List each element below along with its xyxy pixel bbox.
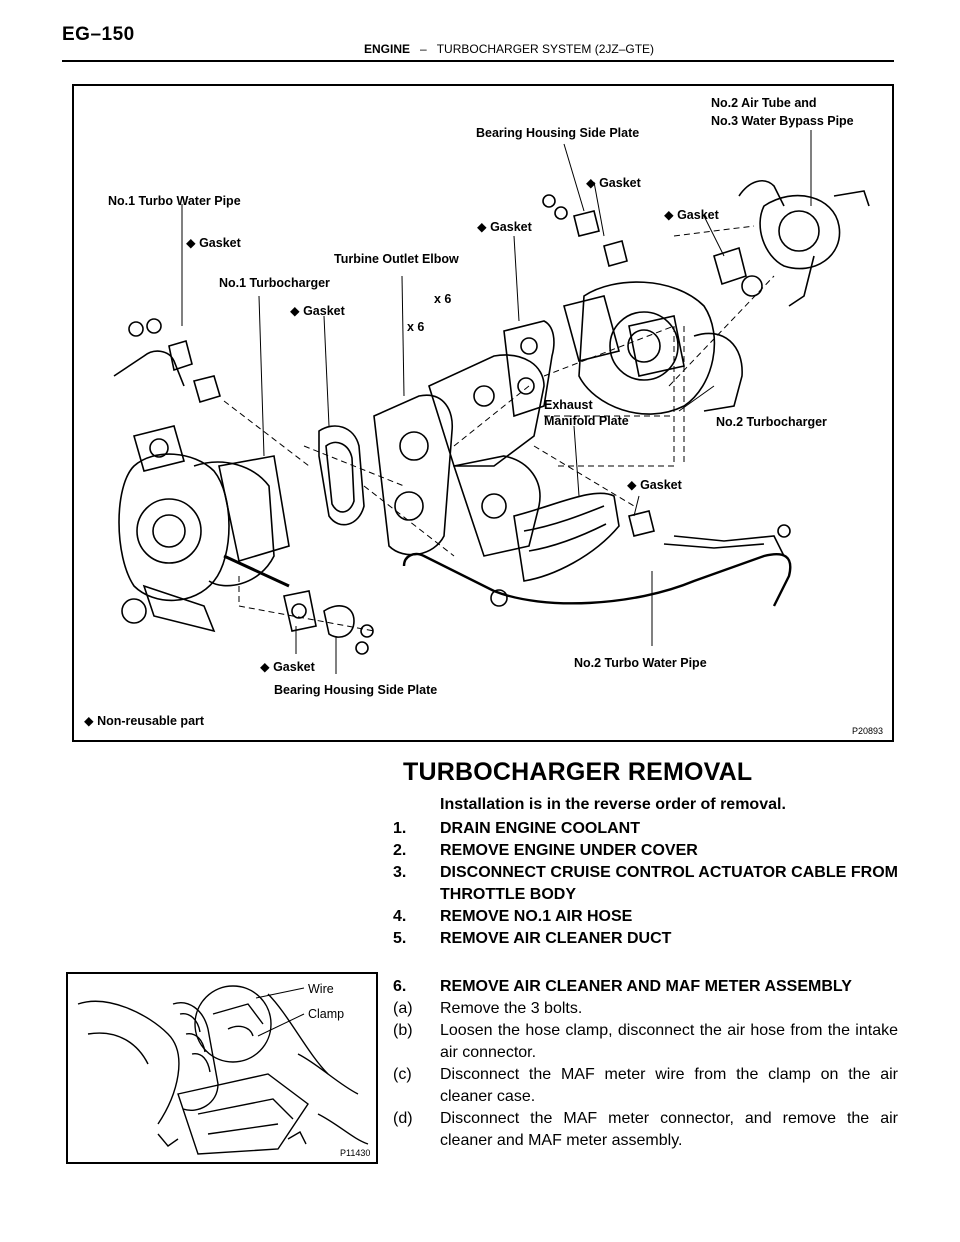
- substep-letter: (d): [393, 1110, 413, 1127]
- step-item: 3. DISCONNECT CRUISE CONTROL ACTUATOR CAB…: [393, 862, 898, 906]
- label-x6-top: x 6: [434, 292, 452, 306]
- page-number: EG–150: [62, 24, 135, 45]
- substep-letter: (c): [393, 1066, 412, 1083]
- step-number: 6.: [393, 978, 407, 995]
- step6-block: 6. REMOVE AIR CLEANER AND MAF METER ASSEM…: [393, 976, 898, 1152]
- step-item: 1. DRAIN ENGINE COOLANT: [393, 818, 898, 840]
- label-no1-turbo-water-pipe: No.1 Turbo Water Pipe: [108, 194, 241, 208]
- step-text: REMOVE AIR CLEANER AND MAF METER ASSEMBL…: [440, 978, 852, 995]
- label-gasket-a: ◆ Gasket: [586, 176, 641, 190]
- step-item: 5. REMOVE AIR CLEANER DUCT: [393, 928, 898, 950]
- label-no2-turbo-water-pipe: No.2 Turbo Water Pipe: [574, 656, 707, 670]
- header-section: ENGINE: [364, 42, 411, 56]
- substep-text: Disconnect the MAF meter connector, and …: [440, 1110, 898, 1149]
- substep-text: Remove the 3 bolts.: [440, 1000, 583, 1017]
- figure-code: P20893: [852, 726, 884, 736]
- substep-item: (d) Disconnect the MAF meter connector, a…: [393, 1108, 898, 1152]
- removal-steps: 1. DRAIN ENGINE COOLANT 2. REMOVE ENGINE U…: [393, 818, 898, 950]
- step-number: 3.: [393, 864, 407, 881]
- legend-non-reusable-part: ◆ Non-reusable part: [84, 714, 205, 728]
- step-text: DISCONNECT CRUISE CONTROL ACTUATOR CABLE…: [440, 864, 898, 903]
- step-number: 4.: [393, 908, 407, 925]
- label-bearing-housing-side-plate-bottom: Bearing Housing Side Plate: [274, 683, 438, 697]
- label-manifold-plate: Manifold Plate: [544, 414, 629, 428]
- substep-item: (c) Disconnect the MAF meter wire from th…: [393, 1064, 898, 1108]
- step-item: 2. REMOVE ENGINE UNDER COVER: [393, 840, 898, 862]
- exploded-view-figure: No.2 Air Tube and No.3 Water Bypass Pipe…: [72, 84, 894, 742]
- installation-note: Installation is in the reverse order of …: [440, 796, 786, 813]
- header-subsection: TURBOCHARGER SYSTEM (2JZ–GTE): [436, 42, 655, 56]
- substep-item: (a) Remove the 3 bolts.: [393, 998, 898, 1020]
- label-gasket-g: ◆ Gasket: [260, 660, 315, 674]
- label-clamp: Clamp: [308, 1007, 345, 1021]
- step-item: 4. REMOVE NO.1 AIR HOSE: [393, 906, 898, 928]
- substep-text: Disconnect the MAF meter wire from the c…: [440, 1066, 898, 1105]
- label-no2-air-tube: No.2 Air Tube and: [711, 96, 817, 110]
- step-text: REMOVE NO.1 AIR HOSE: [440, 908, 633, 925]
- step-number: 1.: [393, 820, 407, 837]
- air-cleaner-drawing: [77, 985, 369, 1155]
- substep-item: (b) Loosen the hose clamp, disconnect the…: [393, 1020, 898, 1064]
- step-item: 6. REMOVE AIR CLEANER AND MAF METER ASSEM…: [393, 976, 898, 998]
- label-wire: Wire: [308, 982, 334, 996]
- step-text: DRAIN ENGINE COOLANT: [440, 820, 640, 837]
- label-no3-water-bypass-pipe: No.3 Water Bypass Pipe: [711, 114, 854, 128]
- label-exhaust: Exhaust: [544, 398, 593, 412]
- label-gasket-c: ◆ Gasket: [664, 208, 719, 222]
- section-title: TURBOCHARGER REMOVAL: [403, 758, 753, 786]
- step-text: REMOVE ENGINE UNDER COVER: [440, 842, 698, 859]
- step-text: REMOVE AIR CLEANER DUCT: [440, 930, 672, 947]
- label-no2-turbocharger: No.2 Turbocharger: [716, 415, 827, 429]
- label-gasket-d: ◆ Gasket: [186, 236, 241, 250]
- label-gasket-b: ◆ Gasket: [477, 220, 532, 234]
- header-separator: –: [420, 42, 427, 56]
- exploded-view-drawing: [113, 130, 870, 674]
- label-bearing-housing-side-plate-top: Bearing Housing Side Plate: [476, 126, 640, 140]
- step-number: 5.: [393, 930, 407, 947]
- running-header: ENGINE–TURBOCHARGER SYSTEM (2JZ–GTE): [364, 42, 654, 56]
- substep-text: Loosen the hose clamp, disconnect the ai…: [440, 1022, 898, 1061]
- label-no1-turbocharger: No.1 Turbocharger: [219, 276, 330, 290]
- step-number: 2.: [393, 842, 407, 859]
- air-cleaner-figure: Wire Clamp P11430: [66, 972, 378, 1164]
- label-turbine-outlet-elbow: Turbine Outlet Elbow: [334, 252, 459, 266]
- label-x6-left: x 6: [407, 320, 425, 334]
- label-gasket-e: ◆ Gasket: [290, 304, 345, 318]
- figure2-code: P11430: [340, 1148, 371, 1158]
- header-rule: [62, 60, 894, 62]
- label-gasket-f: ◆ Gasket: [627, 478, 682, 492]
- substep-letter: (a): [393, 1000, 413, 1017]
- substep-letter: (b): [393, 1022, 413, 1039]
